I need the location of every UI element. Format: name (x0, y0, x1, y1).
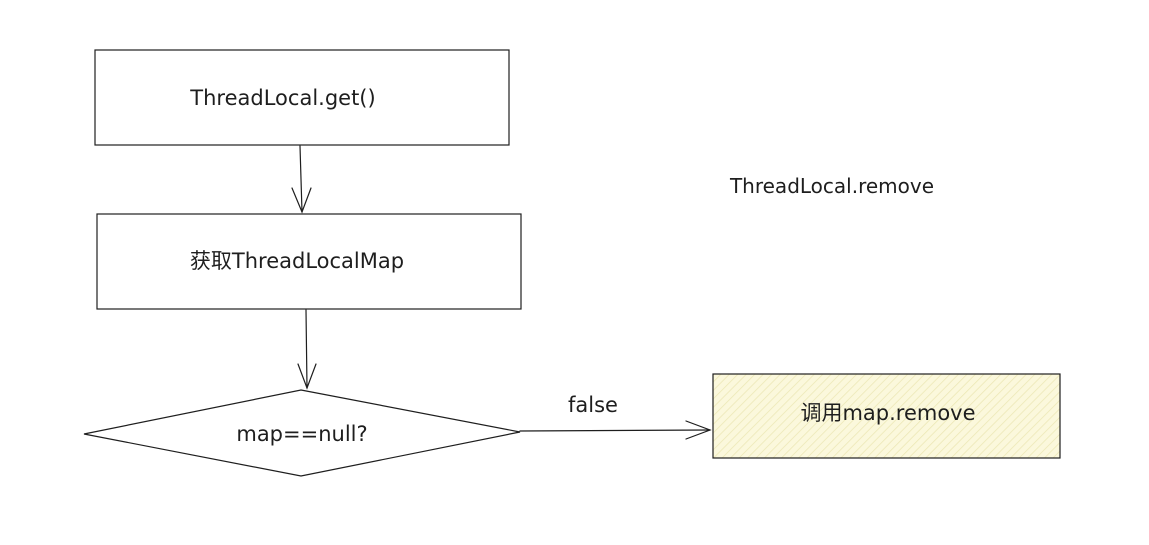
edge-false-label: false (568, 393, 618, 417)
edge-getmap-to-mapnull (297, 309, 317, 390)
node-call-map-remove-box (712, 373, 1061, 459)
node-threadlocal-get: ThreadLocal.get() (94, 49, 510, 146)
edge-get-to-getmap-arrowhead (291, 187, 312, 214)
node-get-threadlocalmap-label: 获取ThreadLocalMap (190, 249, 404, 273)
node-threadlocal-get-box (94, 49, 510, 146)
edge-mapnull-to-callremove: false (519, 393, 712, 440)
node-call-map-remove-label: 调用map.remove (800, 401, 975, 425)
node-map-null-decision: map==null? (83, 389, 521, 477)
node-get-threadlocalmap-box (96, 213, 522, 310)
edge-get-to-getmap (291, 145, 312, 214)
node-threadlocal-get-label: ThreadLocal.get() (189, 86, 375, 110)
node-get-threadlocalmap: 获取ThreadLocalMap (96, 213, 522, 310)
edge-mapnull-to-callremove-arrowhead (685, 420, 712, 440)
diagram-title-threadlocal-remove: ThreadLocal.remove (729, 174, 934, 198)
edge-getmap-to-mapnull-line (305, 309, 308, 389)
edge-mapnull-to-callremove-line (519, 429, 711, 432)
edge-get-to-getmap-line (299, 145, 303, 213)
edge-getmap-to-mapnull-arrowhead (297, 363, 317, 390)
node-call-map-remove: 调用map.remove (712, 373, 1061, 459)
node-map-null-decision-shape (83, 389, 521, 477)
node-map-null-decision-label: map==null? (236, 422, 367, 446)
